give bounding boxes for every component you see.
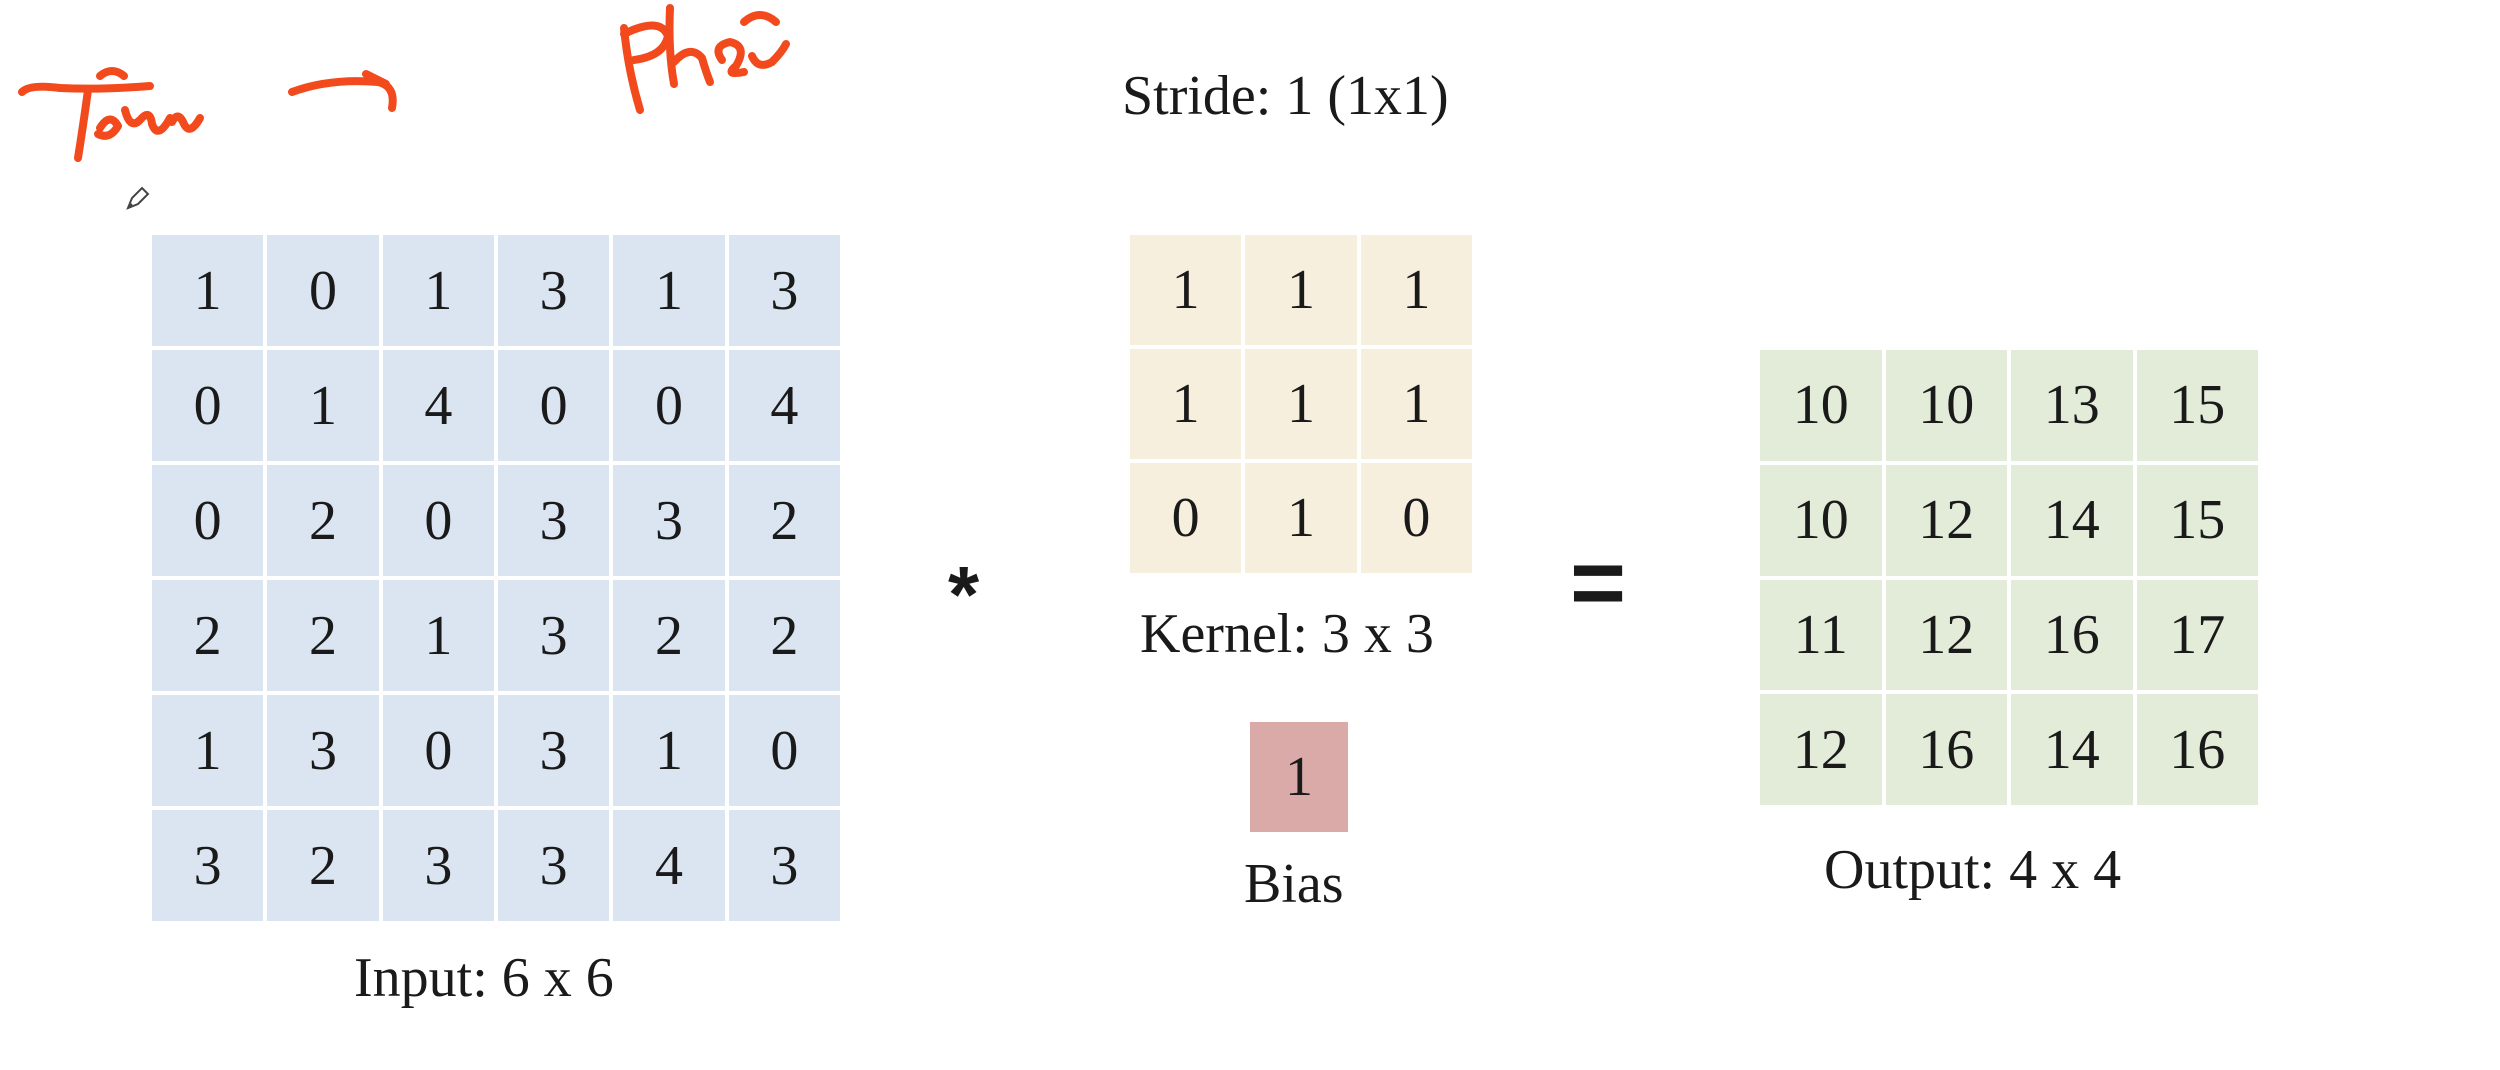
output-cell: 11 <box>1760 579 1882 691</box>
input-cell: 3 <box>498 465 610 576</box>
input-cell: 1 <box>613 235 725 346</box>
input-cell: 1 <box>382 580 494 691</box>
output-cell: 10 <box>1885 350 2007 461</box>
input-cell: 2 <box>267 580 379 691</box>
input-cell: 2 <box>267 810 379 921</box>
input-cell: 3 <box>152 810 264 921</box>
handwritten-word-left <box>18 67 204 162</box>
output-cell: 15 <box>2136 464 2258 576</box>
kernel-cell: 1 <box>1245 463 1357 573</box>
input-cell: 4 <box>728 350 840 461</box>
output-cell: 16 <box>1885 694 2007 805</box>
input-cell: 1 <box>613 695 725 806</box>
input-cell: 2 <box>728 580 840 691</box>
input-cell: 3 <box>498 810 610 921</box>
input-cell: 1 <box>152 235 264 346</box>
pen-cursor-icon <box>126 186 150 210</box>
input-cell: 0 <box>382 695 494 806</box>
output-cell: 10 <box>1760 464 1882 576</box>
input-cell: 2 <box>613 580 725 691</box>
kernel-label: Kernel: 3 x 3 <box>1140 603 1434 665</box>
kernel-cell: 1 <box>1245 235 1357 345</box>
input-cell: 1 <box>152 695 264 806</box>
input-label: Input: 6 x 6 <box>354 947 614 1009</box>
kernel-cell: 0 <box>1130 463 1242 573</box>
output-cell: 17 <box>2136 579 2258 691</box>
input-cell: 3 <box>728 810 840 921</box>
input-cell: 0 <box>498 350 610 461</box>
input-cell: 4 <box>613 810 725 921</box>
bias-label: Bias <box>1244 853 1344 915</box>
input-cell: 2 <box>267 465 379 576</box>
handwritten-word-right <box>620 4 790 114</box>
output-cell: 12 <box>1885 464 2007 576</box>
input-cell: 2 <box>728 465 840 576</box>
output-cell: 14 <box>2011 694 2133 805</box>
input-cell: 0 <box>613 350 725 461</box>
input-cell: 3 <box>613 465 725 576</box>
handwritten-annotation <box>18 4 790 162</box>
output-cell: 12 <box>1760 694 1882 805</box>
output-cell: 16 <box>2011 579 2133 691</box>
output-label: Output: 4 x 4 <box>1824 839 2122 901</box>
input-cell: 0 <box>152 350 264 461</box>
stride-label: Stride: 1 (1x1) <box>1122 65 1449 127</box>
multiply-operator: * <box>948 550 980 639</box>
equals-operator: = <box>1570 529 1627 636</box>
input-cell: 4 <box>382 350 494 461</box>
kernel-cell: 1 <box>1130 235 1242 345</box>
output-cell: 15 <box>2136 350 2258 461</box>
input-cell: 3 <box>267 695 379 806</box>
input-cell: 3 <box>382 810 494 921</box>
input-cell: 1 <box>267 350 379 461</box>
kernel-cell: 1 <box>1245 349 1357 459</box>
output-cell: 10 <box>1760 350 1882 461</box>
input-cell: 3 <box>498 235 610 346</box>
input-cell: 0 <box>267 235 379 346</box>
input-cell: 0 <box>382 465 494 576</box>
kernel-cell: 1 <box>1130 349 1242 459</box>
output-cell: 16 <box>2136 694 2258 805</box>
input-cell: 3 <box>498 695 610 806</box>
kernel-cell: 0 <box>1360 463 1472 573</box>
input-cell: 2 <box>152 580 264 691</box>
output-cell: 14 <box>2011 464 2133 576</box>
bias-value: 1 <box>1250 722 1348 832</box>
input-cell: 3 <box>498 580 610 691</box>
output-cell: 13 <box>2011 350 2133 461</box>
kernel-cell: 1 <box>1360 349 1472 459</box>
input-cell: 3 <box>728 235 840 346</box>
input-cell: 0 <box>728 695 840 806</box>
kernel-cell: 1 <box>1360 235 1472 345</box>
output-cell: 12 <box>1885 579 2007 691</box>
handwritten-arrow <box>288 70 397 112</box>
input-cell: 1 <box>382 235 494 346</box>
input-cell: 0 <box>152 465 264 576</box>
